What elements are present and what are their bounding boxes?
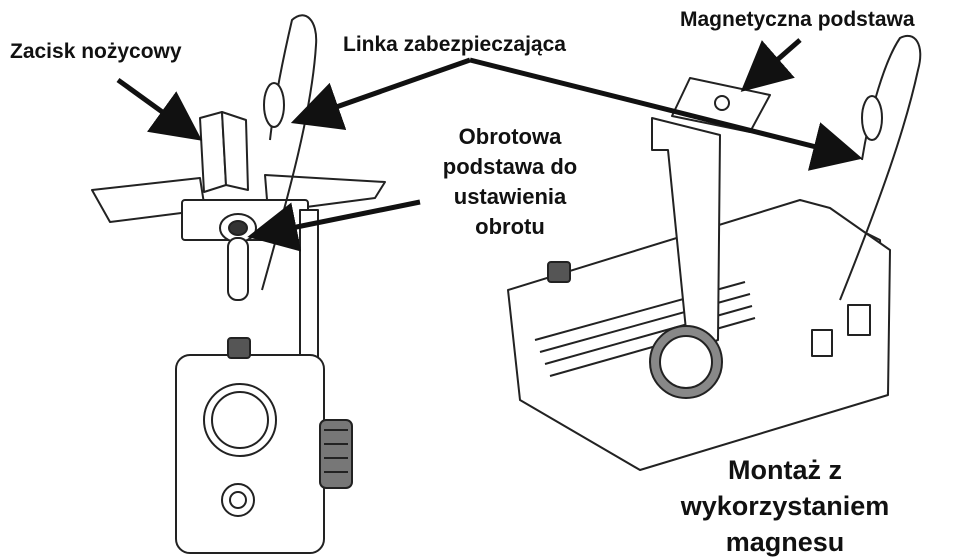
arrow-safety-cable-right (469, 57, 863, 171)
label-safety-cable: Linka zabezpieczająca (343, 33, 566, 56)
right-fixture-magnet-mount (507, 77, 891, 471)
right-safety-cable (839, 35, 922, 301)
label-magnet-mount: Montaż z wykorzystaniem magnesu (665, 452, 905, 560)
label-rotating-base-line4: obrotu (475, 214, 545, 239)
left-fixture-scissor-clamp (91, 111, 386, 554)
right-cable-crimp (861, 95, 883, 141)
arrow-safety-cable-left (290, 57, 471, 130)
label-scissor-clamp: Zacisk nożycowy (10, 40, 182, 63)
arrow-rotating-base (247, 199, 421, 252)
label-magnetic-base: Magnetyczna podstawa (680, 8, 915, 31)
label-rotating-base: Obrotowa podstawa do ustawienia obrotu (425, 122, 595, 242)
label-rotating-base-line3: ustawienia (453, 184, 567, 209)
label-magnet-mount-line2: wykorzystaniem (680, 491, 890, 521)
left-cable-crimp (263, 82, 285, 128)
label-magnet-mount-line1: Montaż z (728, 455, 842, 485)
label-rotating-base-line1: Obrotowa (458, 124, 562, 149)
arrow-magnetic-base (740, 38, 802, 92)
arrow-scissor-clamp (116, 77, 203, 141)
label-magnet-mount-line3: magnesu (725, 527, 845, 557)
label-rotating-base-line2: podstawa do (442, 154, 578, 179)
left-safety-cable (261, 14, 318, 291)
